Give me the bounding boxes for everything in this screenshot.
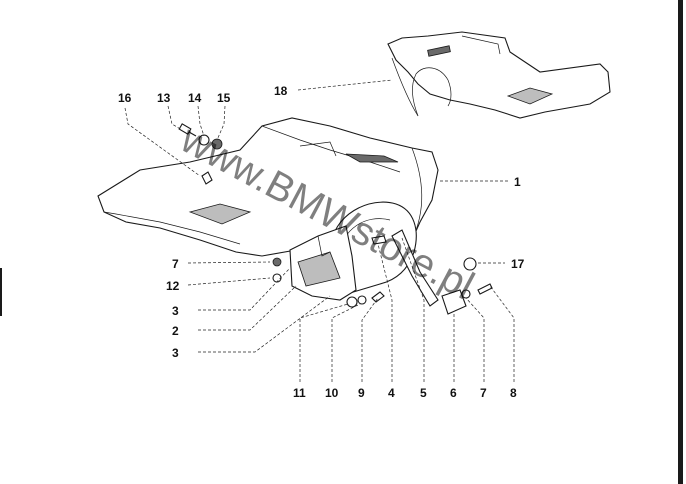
part-2-wheelhouse-liner [289, 225, 357, 301]
callout-3-lower: 3 [172, 346, 179, 360]
callout-labels: 16 13 14 15 18 1 17 7 12 3 2 3 11 10 9 4… [118, 84, 525, 400]
fasteners [178, 123, 493, 308]
part-6-plate [441, 289, 467, 315]
callout-13: 13 [157, 91, 171, 105]
callout-12: 12 [166, 279, 180, 293]
part-1-front-body [97, 117, 439, 297]
callout-10: 10 [325, 386, 339, 400]
callout-16: 16 [118, 91, 132, 105]
left-edge-mark [0, 268, 2, 316]
callout-2: 2 [172, 324, 179, 338]
callout-7-left: 7 [172, 257, 179, 271]
part-13-bolt [178, 123, 197, 137]
right-border-bar [678, 0, 683, 484]
callout-14: 14 [188, 91, 202, 105]
callout-18: 18 [274, 84, 288, 98]
part-14-washer [198, 134, 210, 146]
part-17-nut [463, 257, 477, 271]
callout-3-upper: 3 [172, 304, 179, 318]
part-10-washer [357, 295, 367, 305]
callout-6: 6 [450, 386, 457, 400]
part-18-body-panel [387, 31, 611, 119]
part-16-clip [201, 171, 213, 185]
part-5-strip [391, 229, 439, 307]
part-12-washer [272, 273, 282, 283]
callout-8: 8 [510, 386, 517, 400]
callout-9: 9 [358, 386, 365, 400]
part-15-nut [211, 138, 223, 150]
callout-4: 4 [388, 386, 395, 400]
part-11-nut [346, 296, 358, 308]
callout-7-right: 7 [480, 386, 487, 400]
part-9-bolt [371, 291, 385, 303]
callout-17: 17 [511, 257, 525, 271]
callout-5: 5 [420, 386, 427, 400]
part-7-nut-left [272, 257, 282, 267]
part-4-bolt [371, 235, 387, 245]
callout-1: 1 [514, 175, 521, 189]
callout-11: 11 [293, 386, 306, 400]
callout-15: 15 [217, 91, 231, 105]
part-8-screw [477, 283, 493, 295]
leader-lines [124, 79, 515, 382]
